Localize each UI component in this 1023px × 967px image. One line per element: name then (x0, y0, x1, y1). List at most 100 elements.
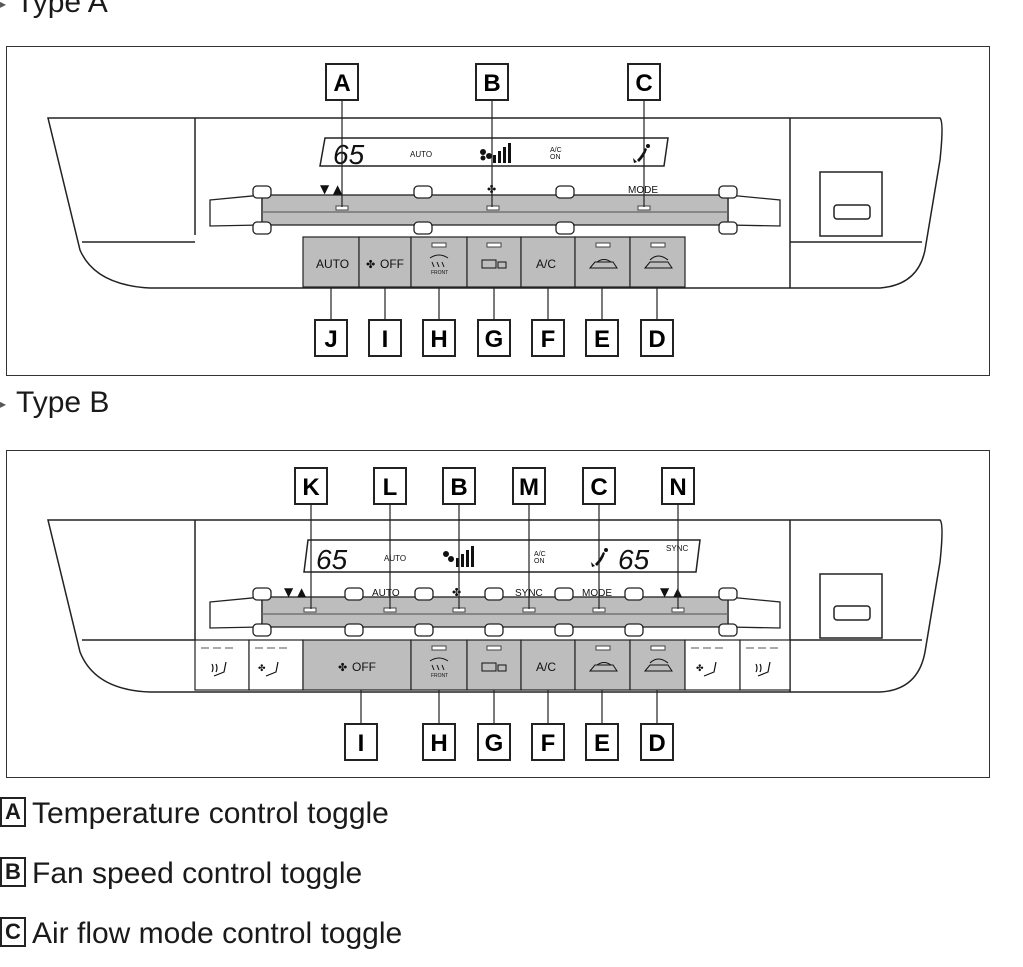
seat-heater-right-icon (755, 661, 771, 677)
legend-key: B (0, 857, 26, 887)
fan-off-button[interactable] (302, 639, 412, 691)
callout-n: N (669, 474, 686, 501)
callout-boxes-top: K L B M C N (294, 467, 695, 505)
callout-k: K (302, 474, 320, 501)
legend-key: A (0, 797, 26, 827)
recirculate-icon (643, 658, 673, 672)
display-temp-right: 65 (618, 544, 650, 575)
type-a-heading: ▸Type A (0, 0, 108, 21)
callout-i: I (382, 326, 389, 353)
callout-i: I (358, 730, 365, 757)
callout-g: G (485, 326, 504, 353)
display-auto: AUTO (384, 554, 406, 563)
display-fan-bars (493, 143, 511, 163)
display-ac-line1: A/C (550, 147, 562, 154)
callout-e: E (594, 326, 610, 353)
type-a-diagram: 65 AUTO A/C ON ▼ ▲ ✤ MODE AUTO ✤ OFF FRO… (47, 63, 943, 357)
display-fan-bars (443, 546, 474, 567)
callout-d: D (648, 326, 665, 353)
rear-defrost-icon (481, 662, 507, 672)
toggle-knobs (252, 587, 738, 637)
callout-b: B (450, 474, 467, 501)
callout-h: H (430, 730, 447, 757)
display-temp: 65 (333, 139, 365, 170)
ac-button[interactable] (520, 236, 576, 288)
right-button-slot (833, 204, 871, 220)
button-indicators (431, 645, 666, 651)
callout-d: D (648, 730, 665, 757)
seat-fan-right-icon (703, 661, 717, 677)
mode-label: MODE (628, 185, 658, 196)
callout-a: A (333, 70, 350, 97)
callout-lines-bottom (360, 690, 658, 724)
seat-fan-left-fan-icon: ✤ (258, 664, 266, 674)
display-auto: AUTO (410, 150, 432, 159)
fresh-air-icon (588, 662, 618, 672)
rear-defrost-icon (481, 259, 507, 269)
display-airflow-icon (591, 548, 608, 567)
callout-c: C (635, 70, 652, 97)
display-sync: SYNC (666, 544, 688, 553)
rear-defrost-button[interactable] (466, 236, 522, 288)
auto-button-label: AUTO (316, 257, 349, 271)
callout-h: H (430, 326, 447, 353)
temp-arrows: ▼ ▲ (320, 182, 343, 196)
ac-label: A/C (536, 257, 556, 271)
callout-c: C (590, 474, 607, 501)
right-button-outline (819, 171, 883, 237)
display-ac-line2: ON (534, 558, 545, 565)
type-b-heading: ▸Type B (0, 386, 110, 419)
display-ac-line1: A/C (534, 551, 546, 558)
fan-icon: ✤ (366, 258, 375, 271)
display-fan-icon (480, 149, 492, 161)
callout-lines-top (310, 504, 679, 609)
fan-toggle-icon: ✤ (452, 586, 461, 599)
temp-arrows-left: ▼ ▲ (284, 585, 307, 599)
callout-boxes-top: A B C (325, 63, 661, 101)
display-temp-left: 65 (316, 544, 348, 575)
mode-label: MODE (582, 588, 612, 599)
display-window (319, 137, 669, 167)
front-defrost-icon (429, 254, 449, 268)
callout-e: E (594, 730, 610, 757)
fan-off-label: OFF (352, 660, 376, 674)
seat-fan-left-icon (265, 661, 279, 677)
legend-text: Air flow mode control toggle (32, 917, 403, 950)
right-button-outline (819, 573, 883, 639)
callout-b: B (483, 70, 500, 97)
callout-l: L (383, 474, 398, 501)
callout-boxes-bottom: J I H G F E D (314, 319, 674, 357)
callout-boxes-bottom: I H G F E D (344, 723, 674, 761)
type-b-diagram: 65 AUTO A/C ON 65 SYNC ▼ ▲ AUTO ✤ SYNC M… (47, 467, 943, 761)
ac-label: A/C (536, 660, 556, 674)
seat-fan-right-fan-icon: ✤ (696, 664, 704, 674)
callout-lines-top (341, 100, 645, 207)
callout-lines-bottom (330, 287, 658, 320)
fan-off-label: OFF (380, 257, 404, 271)
callout-m: M (519, 474, 539, 501)
button-row (302, 236, 686, 288)
temp-arrows-right: ▼ ▲ (660, 585, 683, 599)
bezel-outline (47, 519, 943, 693)
auto-toggle-label: AUTO (372, 588, 400, 599)
bullet-triangle-icon: ▸ (0, 397, 7, 412)
fan-icon: ✤ (338, 661, 347, 674)
bezel-outline (47, 117, 943, 289)
callout-j: J (324, 326, 337, 353)
recirculate-icon (643, 255, 673, 269)
display-window (303, 539, 701, 573)
legend-key: C (0, 917, 26, 947)
bezel-inner (194, 118, 791, 288)
callout-g: G (485, 730, 504, 757)
legend-text: Fan speed control toggle (32, 857, 363, 890)
ac-button[interactable] (520, 639, 576, 691)
callout-f: F (541, 730, 556, 757)
fresh-air-icon (588, 259, 618, 269)
bullet-triangle-icon: ▸ (0, 0, 7, 12)
display-ac-line2: ON (550, 154, 561, 161)
auto-button[interactable] (302, 236, 360, 288)
toggle-knobs (252, 185, 738, 235)
front-label: FRONT (431, 673, 448, 679)
